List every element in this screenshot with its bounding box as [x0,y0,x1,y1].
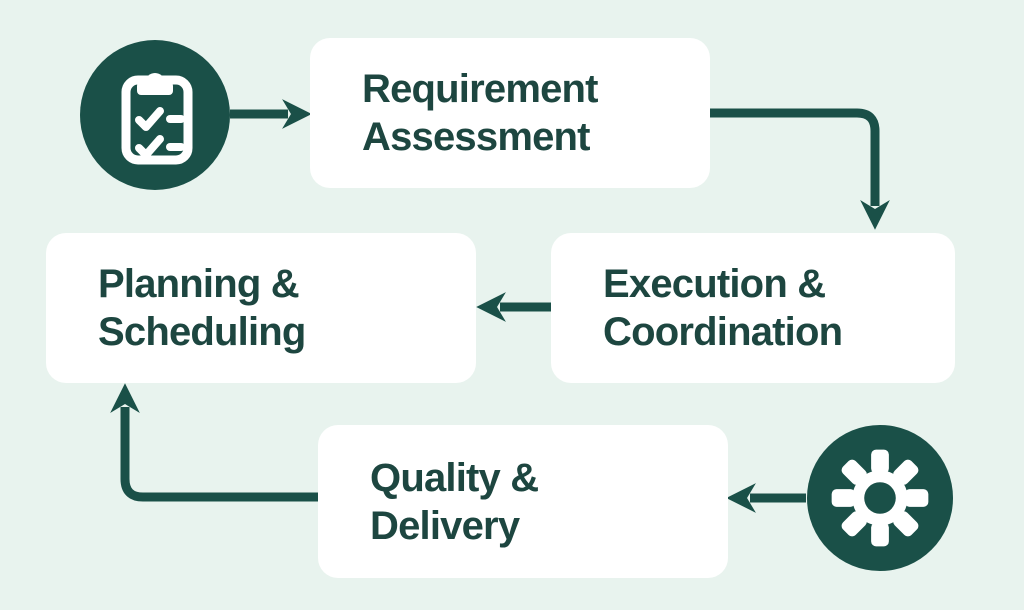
node-execution-coordination: Execution & Coordination [551,233,955,383]
clipboard-checklist-icon [80,40,230,190]
node-quality-delivery: Quality & Delivery [318,425,728,578]
node-label-line: Requirement [362,67,599,111]
node-requirement-assessment: Requirement Assessment [310,38,710,188]
node-label-line: Coordination [603,310,843,354]
clipboard-badge [80,40,230,190]
arrow-quality-to-planning [110,383,318,502]
node-planning-scheduling: Planning & Scheduling [46,233,476,383]
node-label-line: Assessment [362,115,590,159]
node-label-line: Planning & [98,262,300,306]
node-label-line: Execution & [603,262,826,306]
node-label-line: Delivery [370,503,520,548]
node-label-line: Quality & [370,455,539,500]
gear-icon [806,424,954,572]
node-label-line: Scheduling [98,310,306,354]
gear-badge [806,424,954,572]
arrow-requirement-to-execution [710,108,890,230]
